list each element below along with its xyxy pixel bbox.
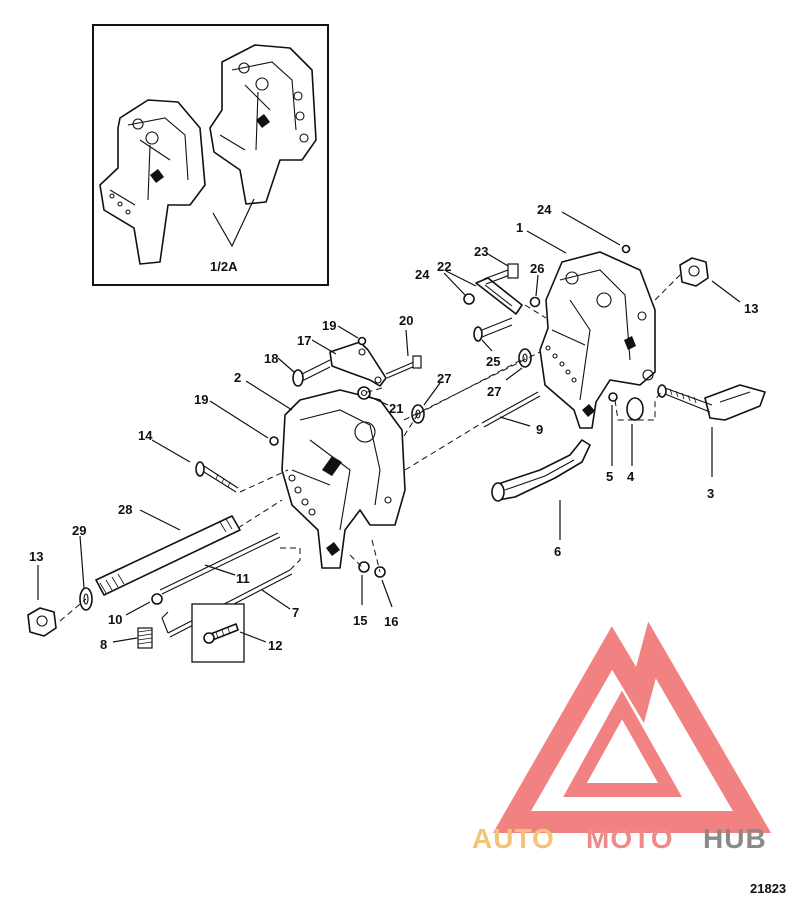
- logo-word-auto: AUTO: [472, 823, 555, 854]
- callout-21: 21: [389, 401, 403, 416]
- part-24-nut-right: [621, 244, 631, 254]
- callout-6: 6: [554, 544, 561, 559]
- callout-27-right: 27: [487, 384, 501, 399]
- part-12-bolt: [191, 603, 245, 663]
- automotohub-logo: AUTO MOTO HUB: [472, 621, 772, 854]
- callout-28: 28: [118, 502, 132, 517]
- part-26-washer: [529, 296, 541, 308]
- part-28-tube: [95, 515, 241, 596]
- callout-29: 29: [72, 523, 86, 538]
- callout-numbers: 1 2 3 4 5 6 7 8 9 10 11 12 13 13 14 15 1…: [29, 202, 758, 653]
- part-11-rod: [159, 532, 281, 595]
- callout-11: 11: [236, 571, 250, 586]
- part-15-washer: [358, 561, 370, 573]
- part-2-clamp-bracket: [281, 389, 406, 569]
- part-18-bolt: [292, 359, 331, 387]
- callout-22: 22: [437, 259, 451, 274]
- part-9-pin: [481, 391, 541, 428]
- part-22-link-strap: [475, 277, 523, 315]
- callout-19-left: 19: [194, 392, 208, 407]
- part-25-bolt: [473, 317, 513, 342]
- callout-7: 7: [292, 605, 299, 620]
- part-23-bolt: [483, 263, 519, 285]
- callout-8: 8: [100, 637, 107, 652]
- part-14-bolt: [195, 461, 239, 493]
- callout-2: 2: [234, 370, 241, 385]
- part-19-nut-left: [269, 436, 279, 446]
- callout-19-top: 19: [322, 318, 336, 333]
- callout-20: 20: [399, 313, 413, 328]
- part-5-screw: [608, 392, 618, 402]
- part-4-pad: [626, 397, 644, 421]
- part-21-nut: [357, 386, 371, 400]
- logo-word-hub: HUB: [703, 823, 767, 854]
- callout-15: 15: [353, 613, 367, 628]
- inset-bracket-left: [99, 99, 206, 265]
- callout-9: 9: [536, 422, 543, 437]
- callout-23: 23: [474, 244, 488, 259]
- part-8-spring: [137, 627, 153, 649]
- part-24-nut-left: [463, 293, 475, 305]
- callout-10: 10: [108, 612, 122, 627]
- part-1-clamp-bracket: [539, 251, 656, 429]
- part-17-link: [329, 341, 387, 387]
- inset-label: 1/2A: [210, 259, 238, 274]
- callout-16: 16: [384, 614, 398, 629]
- part-19-nut-top: [357, 336, 367, 346]
- callout-26: 26: [530, 261, 544, 276]
- figure-number: 21823: [750, 881, 786, 896]
- callout-24-left: 24: [415, 267, 430, 282]
- logo-word-moto: MOTO: [586, 823, 673, 854]
- callout-4: 4: [627, 469, 635, 484]
- callout-leaders: [37, 211, 741, 643]
- inset-panel: 1/2A: [92, 24, 329, 286]
- part-20-bolt: [385, 355, 422, 379]
- alignment-lines: [59, 274, 681, 622]
- callout-13-left: 13: [29, 549, 43, 564]
- part-13-nut-left: [27, 607, 57, 637]
- callout-27-left: 27: [437, 371, 451, 386]
- callout-17: 17: [297, 333, 311, 348]
- callout-18: 18: [264, 351, 278, 366]
- part-13-nut-right: [679, 257, 709, 287]
- callout-1: 1: [516, 220, 523, 235]
- part-3-clamp-screw: [657, 384, 766, 421]
- callout-12: 12: [268, 638, 282, 653]
- callout-5: 5: [606, 469, 613, 484]
- callout-24-right: 24: [537, 202, 552, 217]
- inset-bracket-right: [209, 44, 317, 205]
- part-10-nut: [151, 593, 163, 605]
- callout-25: 25: [486, 354, 500, 369]
- part-6-handle: [491, 439, 591, 502]
- callout-14: 14: [138, 428, 153, 443]
- callout-13-right: 13: [744, 301, 758, 316]
- callout-3: 3: [707, 486, 714, 501]
